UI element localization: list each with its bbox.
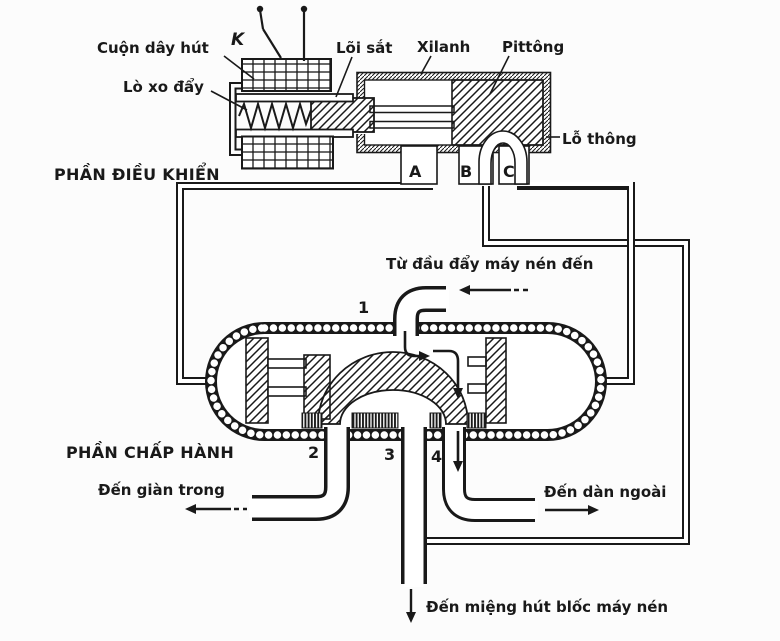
control-assembly <box>229 5 552 185</box>
shell-bead-pattern <box>207 324 605 439</box>
terminal-dot-left <box>256 5 264 13</box>
arrowhead-right-icon <box>419 351 430 361</box>
heading-actuator-section: PHẦN CHẤP HÀNH <box>66 441 234 462</box>
label-to-indoor: Đến giàn trong <box>98 480 225 499</box>
main-pipes <box>249 286 538 587</box>
label-iron-core: Lõi sắt <box>336 38 392 57</box>
left-rod-bar-top <box>267 358 307 369</box>
pilot-pipe-c-bore <box>517 182 633 383</box>
leader-piston <box>489 55 510 95</box>
arrowhead-down-icon <box>453 461 463 472</box>
piston-rod-bottom <box>369 120 455 129</box>
valve-internals <box>245 337 507 429</box>
valve-seat <box>351 412 399 429</box>
leader-cylinder <box>420 55 432 75</box>
pilot-pipe-b-bore <box>427 184 688 543</box>
label-port-3: 3 <box>384 445 395 464</box>
pilot-pipe-a-bore <box>178 184 435 383</box>
outdoor-pipe-bore <box>445 427 538 519</box>
vent-channel <box>478 130 528 185</box>
valve-seat <box>429 412 442 429</box>
terminal-dot-right <box>300 5 308 13</box>
label-port-2: 2 <box>308 443 319 462</box>
flow-arrow-over-dome <box>433 349 460 388</box>
label-coil: Cuộn dây hút <box>97 39 209 57</box>
port-a-stub <box>400 145 438 185</box>
label-switch-k: K <box>231 30 246 50</box>
solenoid-coil-top <box>241 58 332 92</box>
label-cylinder: Xilanh <box>417 38 470 56</box>
left-piston <box>245 337 269 424</box>
label-port-b: B <box>460 162 472 181</box>
heading-control-section: PHẦN ĐIỀU KHIỂN <box>54 162 220 184</box>
label-port-a: A <box>409 162 422 181</box>
leader-core <box>335 56 353 98</box>
valve-seat <box>466 412 487 429</box>
arrowhead-left-icon <box>185 504 196 514</box>
arrowhead-left-icon <box>459 285 470 295</box>
label-to-suction: Đến miệng hút blốc máy nén <box>426 597 668 616</box>
switch-blade <box>262 28 282 59</box>
arrowhead-down-icon <box>453 388 463 399</box>
leader-lines <box>210 55 560 138</box>
label-port-4: 4 <box>431 447 442 466</box>
label-vent-hole: Lỗ thông <box>562 130 637 148</box>
right-rod-bar-top <box>467 356 487 367</box>
label-piston: Pittông <box>502 38 564 56</box>
push-spring <box>238 100 312 132</box>
label-spring: Lò xo đẩy <box>123 77 204 96</box>
lead-wire-left <box>258 9 265 30</box>
arrowhead-right-icon <box>588 505 599 515</box>
left-rod-bar-bottom <box>267 386 307 397</box>
flow-arrows <box>185 285 599 623</box>
iron-core-plunger <box>310 97 375 133</box>
labels: Cuộn dây hút K Lò xo đẩy Lõi sắt Xilanh … <box>54 30 668 616</box>
label-port-1: 1 <box>358 298 369 317</box>
piston-rod-top <box>369 105 455 114</box>
indoor-pipe-bore <box>249 427 347 518</box>
valve-seat <box>301 412 323 429</box>
label-to-outdoor: Đến dàn ngoài <box>544 482 666 501</box>
discharge-inlet-pipe-bore <box>396 289 449 336</box>
leader-spring <box>210 90 248 111</box>
label-port-c: C <box>503 162 515 181</box>
pole-plate-top <box>235 93 354 103</box>
leader-coil <box>223 55 255 80</box>
pilot-pipes <box>176 182 690 545</box>
right-piston <box>485 337 507 424</box>
solenoid-coil-bottom <box>241 135 334 170</box>
right-rod-bar-bottom <box>467 383 487 394</box>
arrowhead-down-icon <box>406 612 416 623</box>
label-from-compressor: Từ đầu đẩy máy nén đến <box>386 254 593 273</box>
flow-arrow-down-from-inlet <box>403 331 419 358</box>
